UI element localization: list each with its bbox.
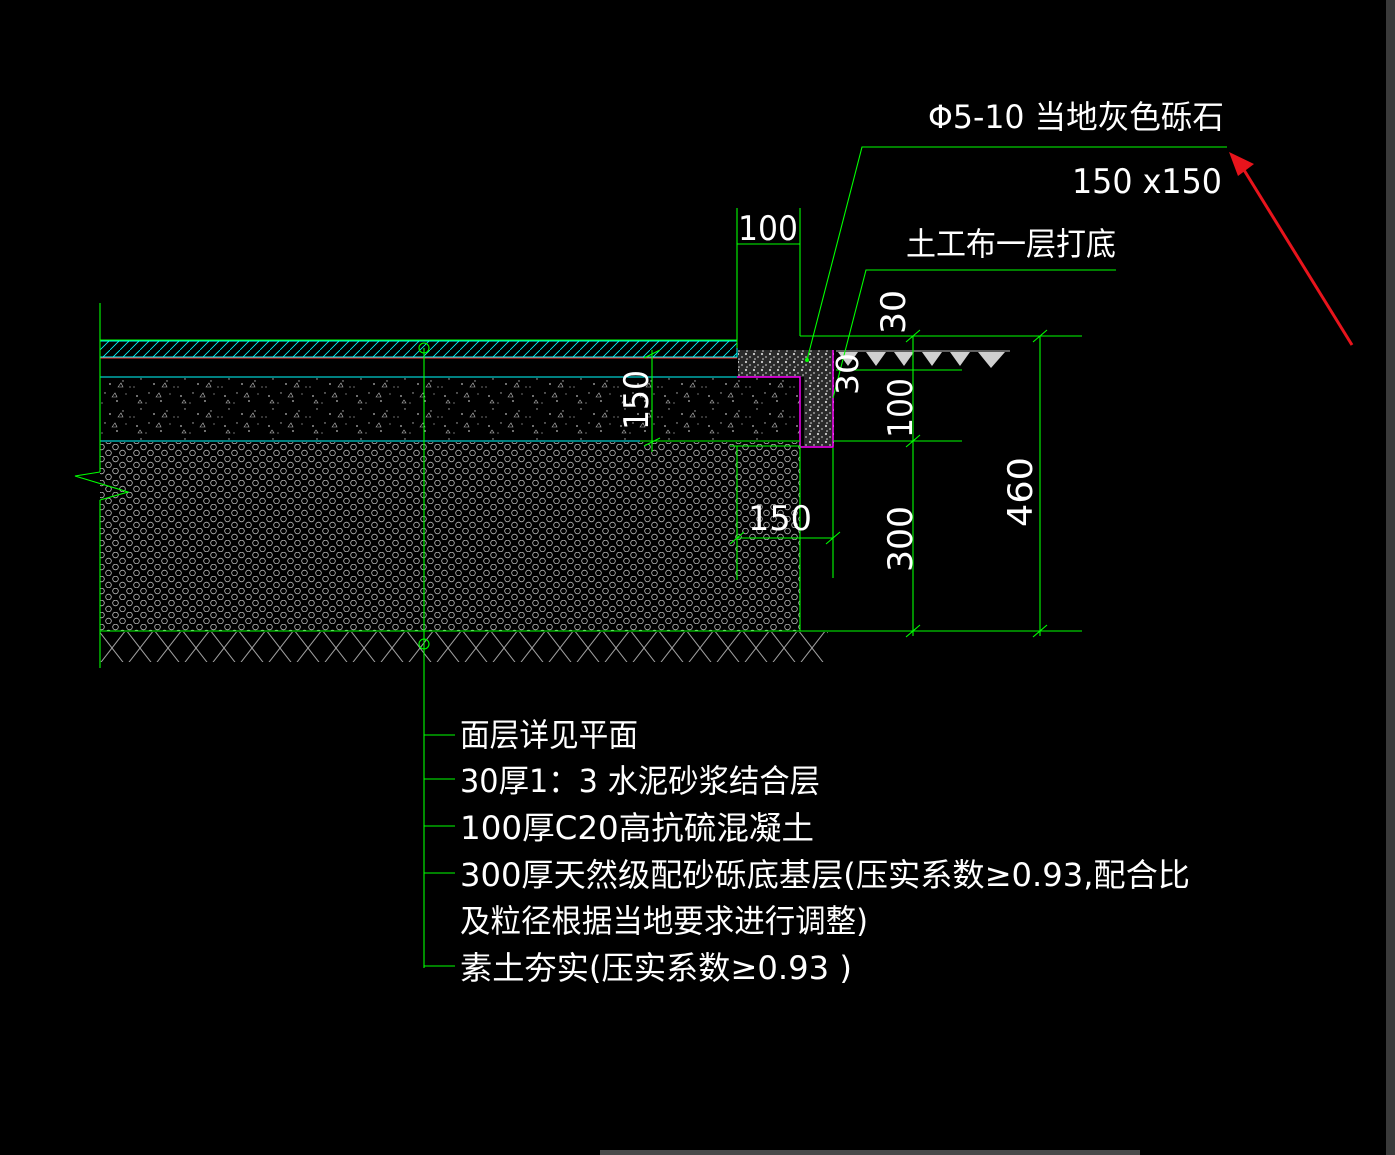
edge-detail xyxy=(737,350,1010,448)
dim-150-left: 150 xyxy=(617,370,657,430)
label-geotextile: 土工布一层打底 xyxy=(906,225,1116,263)
legend-item: 面层详见平面 xyxy=(460,716,638,754)
dim-460: 460 xyxy=(1001,457,1041,527)
label-gravel: Φ5-10 当地灰色砾石 xyxy=(928,98,1224,136)
legend-marker-top xyxy=(418,342,430,354)
gravel-base-layer xyxy=(100,442,800,631)
legend-item: 300厚天然级配砂砾底基层(压实系数≥0.93,配合比 xyxy=(460,856,1190,894)
viewport-scrollbar-edge[interactable] xyxy=(1386,0,1395,1155)
dim-300: 300 xyxy=(881,506,921,572)
legend-marker-bottom xyxy=(418,638,430,650)
compacted-soil-layer xyxy=(100,632,828,662)
legend-item: 素土夯实(压实系数≥0.93 ) xyxy=(460,949,852,987)
pavement-section xyxy=(99,340,828,662)
gravel-leader xyxy=(806,146,1227,361)
cad-linework xyxy=(74,146,1227,968)
legend-item: 及粒径根据当地要求进行调整) xyxy=(460,902,868,940)
arrow-head-icon xyxy=(1229,152,1254,176)
label-gravel-size: 150 x150 xyxy=(1072,162,1222,202)
red-arrow-annotation xyxy=(1229,152,1354,346)
dim-100-top: 100 xyxy=(738,209,798,249)
material-legend: 面层详见平面 30厚1：3 水泥砂浆结合层 100厚C20高抗硫混凝土 300厚… xyxy=(460,716,1190,987)
dim-100-right: 100 xyxy=(881,378,921,438)
dim-150-bottom: 150 xyxy=(748,499,812,539)
gravel-strip-vertical xyxy=(804,350,834,446)
legend-item: 30厚1：3 水泥砂浆结合层 xyxy=(460,762,820,800)
dim-30-side: 30 xyxy=(831,353,866,395)
ground-surface-symbols xyxy=(838,352,1005,368)
leader-dot xyxy=(805,358,809,362)
break-line xyxy=(74,471,130,501)
concrete-layer xyxy=(100,378,800,440)
viewport-bottom-bar[interactable] xyxy=(600,1150,1140,1155)
dim-30-top: 30 xyxy=(874,290,914,334)
legend-item: 100厚C20高抗硫混凝土 xyxy=(460,809,814,847)
geotextile-leader xyxy=(832,269,1116,399)
surface-layer xyxy=(99,340,738,358)
